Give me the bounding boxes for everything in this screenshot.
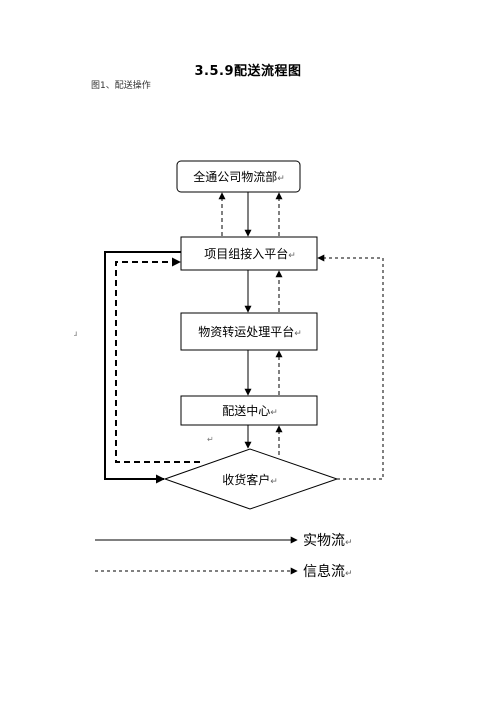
- node-logistics-dept-box: [176, 160, 301, 193]
- node-distribution-center-label: 配送中心↵: [222, 403, 278, 418]
- legend-info-flow-label: 信息流↵: [303, 563, 353, 580]
- node-customer-label: 收货客户↵: [222, 472, 278, 487]
- node-customer: 收货客户↵: [163, 448, 339, 510]
- physical-flow-loop-project-to-customer: [104, 251, 181, 484]
- node-transfer-platform: 物资转运处理平台↵: [180, 312, 318, 351]
- page-title: 3.5.9配送流程图: [194, 64, 302, 79]
- node-transfer-platform-label: 物资转运处理平台↵: [198, 324, 302, 339]
- node-project-platform-box: [180, 236, 318, 271]
- stray-mark-1: ɹ: [74, 329, 77, 338]
- legend: 实物流↵ 信息流↵: [95, 533, 353, 580]
- legend-physical-flow-label: 实物流↵: [303, 533, 353, 549]
- node-project-platform-label: 项目组接入平台↵: [204, 246, 296, 261]
- info-flow-loop-customer-to-project-right: [317, 254, 384, 480]
- node-logistics-dept-label: 全通公司物流部↵: [193, 169, 285, 184]
- figure-caption: 图1、配送操作: [91, 81, 151, 91]
- info-flow-loop-customer-to-project: [115, 257, 200, 463]
- node-project-platform: 项目组接入平台↵: [180, 236, 318, 271]
- node-distribution-center-box: [180, 395, 318, 426]
- node-logistics-dept: 全通公司物流部↵: [176, 160, 301, 193]
- node-distribution-center: 配送中心↵: [180, 395, 318, 426]
- node-transfer-platform-box: [180, 312, 318, 351]
- stray-mark-2: ↵: [207, 435, 214, 444]
